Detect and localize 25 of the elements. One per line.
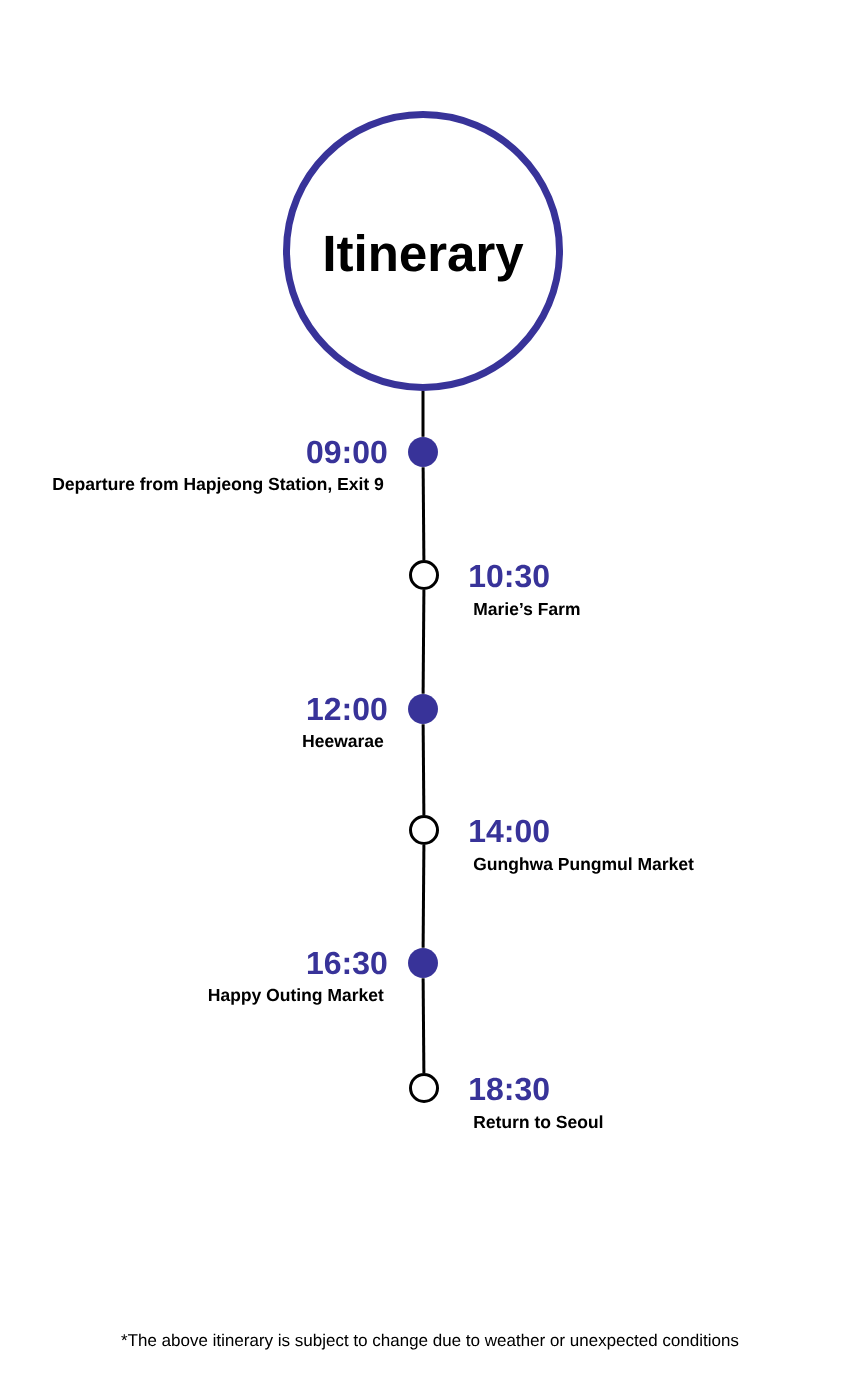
timeline-line [421, 978, 426, 1074]
timeline-ring [409, 815, 439, 845]
timeline-line [421, 590, 426, 694]
place-label: Return to Seoul [474, 1115, 603, 1129]
time-label: 14:00 [470, 819, 549, 843]
timeline-ring [409, 560, 439, 590]
time-label: 10:30 [470, 564, 549, 588]
footnote: *The above itinerary is subject to change due to weather or unexpected conditions [121, 1333, 739, 1350]
time-label: 18:30 [470, 1077, 549, 1101]
place-label: Departure from Hapjeong Station, Exit 9 [53, 477, 384, 494]
timeline-dot [408, 694, 438, 724]
place-label: Happy Outing Market [209, 988, 384, 1005]
place-label: Gunghwa Pungmul Market [473, 857, 694, 874]
timeline-line [421, 724, 426, 816]
timeline-line [421, 845, 426, 948]
timeline-line [421, 391, 425, 437]
time-label: 09:00 [307, 440, 387, 464]
place-label: Marie’s Farm [474, 602, 580, 616]
timeline-dot [408, 948, 438, 978]
time-label: 12:00 [307, 697, 387, 721]
timeline-line [421, 467, 426, 561]
timeline-dot [408, 437, 438, 467]
timeline-ring [409, 1073, 439, 1103]
time-label: 16:30 [307, 951, 387, 975]
place-label: Heewarae [303, 734, 384, 748]
